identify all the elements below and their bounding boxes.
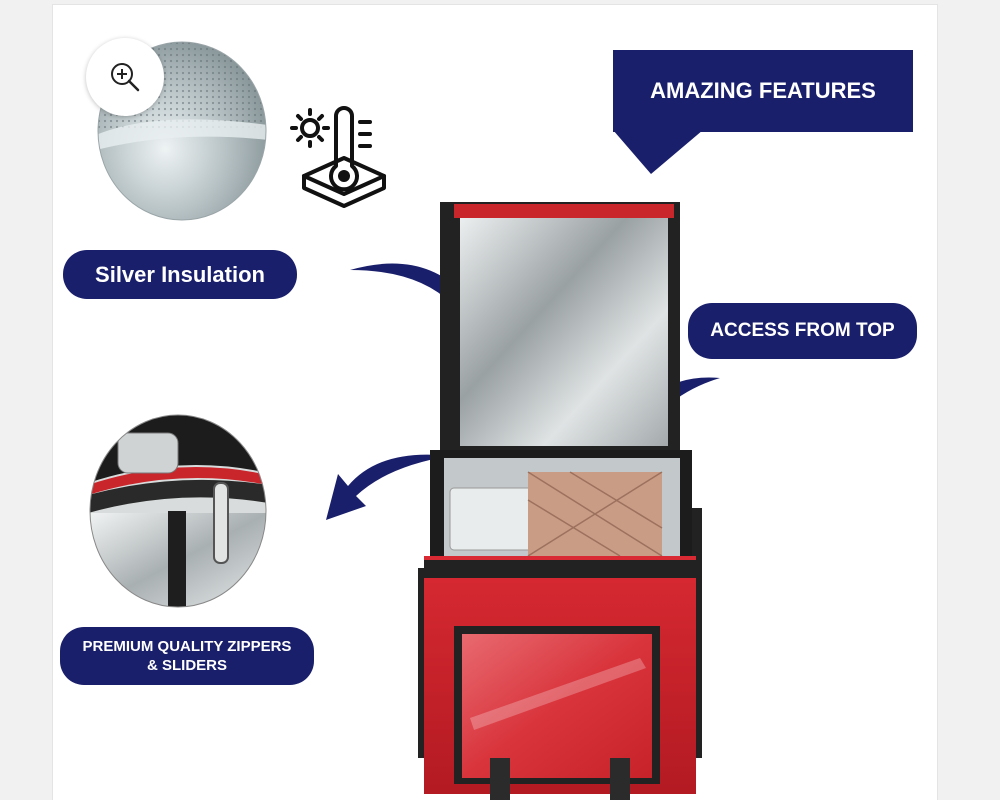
delivery-bag-image (418, 202, 702, 800)
premium-zippers-line1: PREMIUM QUALITY ZIPPERS (82, 638, 292, 655)
temperature-icon (290, 106, 386, 208)
premium-zippers-label: PREMIUM QUALITY ZIPPERS & SLIDERS (60, 627, 314, 685)
silver-insulation-label: Silver Insulation (63, 250, 297, 299)
access-from-top-label: ACCESS FROM TOP (688, 303, 917, 359)
access-from-top-text: ACCESS FROM TOP (710, 320, 895, 341)
banner-title: AMAZING FEATURES (650, 78, 876, 103)
silver-insulation-text: Silver Insulation (95, 261, 265, 287)
zoom-button[interactable] (86, 38, 164, 116)
zipper-closeup-image (89, 414, 267, 608)
zoom-in-icon (111, 63, 140, 92)
amazing-features-banner: AMAZING FEATURES (613, 50, 913, 132)
banner-tail (613, 130, 703, 174)
premium-zippers-line2: & SLIDERS (146, 657, 227, 674)
